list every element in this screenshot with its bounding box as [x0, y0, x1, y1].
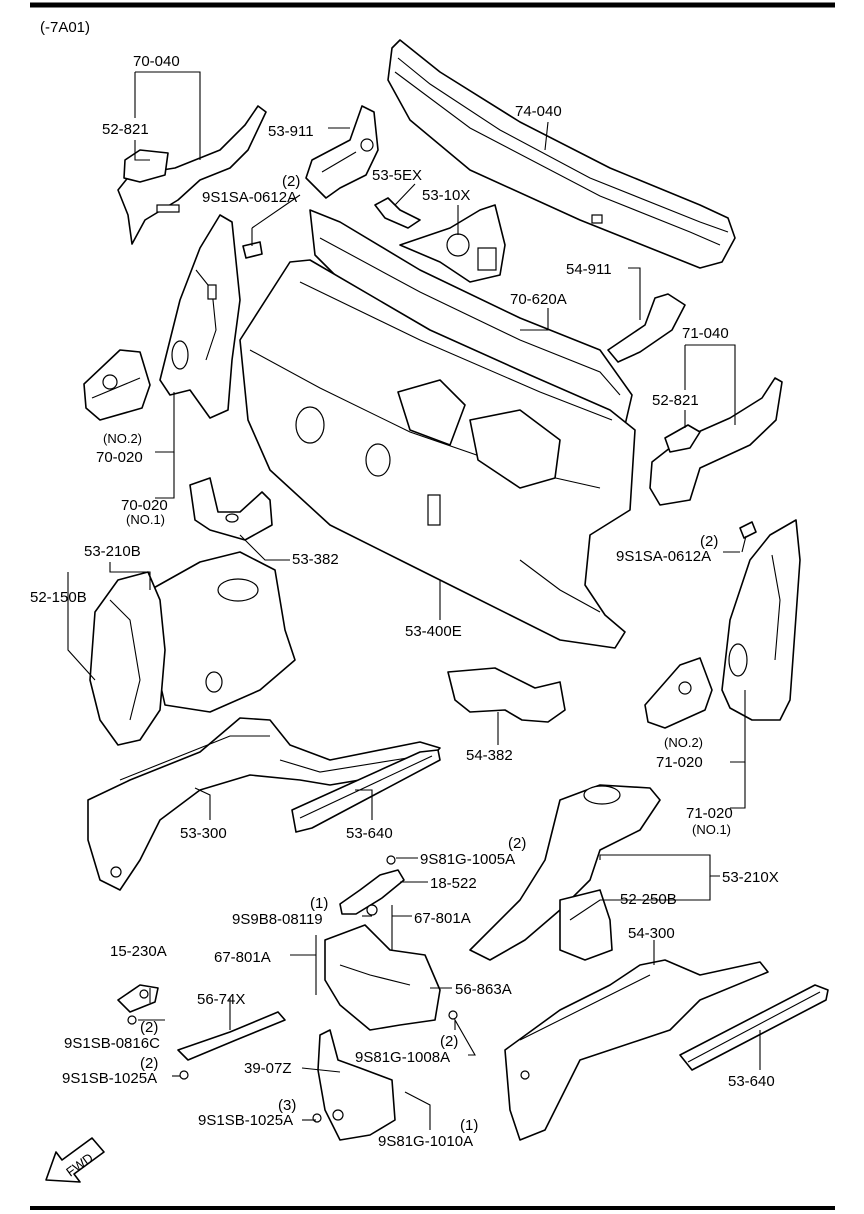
label-53-300: 53-300 — [180, 825, 227, 842]
label-67-801a-right: 67-801A — [414, 910, 471, 927]
label-53-640-left: 53-640 — [346, 825, 393, 842]
part-53-10x — [399, 204, 506, 283]
part-54-300 — [504, 959, 769, 1141]
label-9s81g-1010a: 9S81G-1010A — [378, 1133, 473, 1150]
qty-label: (2) — [508, 835, 526, 852]
part-52-150b — [89, 571, 166, 746]
label-52-250b: 52-250B — [620, 891, 677, 908]
part-67-801a — [315, 905, 393, 995]
qty-label: (2) — [700, 533, 718, 550]
bolt-9s1sb-0816c — [127, 1015, 137, 1025]
bolt-9s1sb-1025a — [179, 1070, 189, 1080]
part-54-382 — [447, 667, 566, 723]
label-53-5ex: 53-5EX — [372, 167, 422, 184]
bolt-9s1sa-0612a-left — [242, 228, 263, 259]
qty-label: (1) — [310, 895, 328, 912]
label-52-821-right: 52-821 — [652, 392, 699, 409]
label-53-400e: 53-400E — [405, 623, 462, 640]
label-53-640-right: 53-640 — [728, 1073, 775, 1090]
label-53-10x: 53-10X — [422, 187, 470, 204]
label-no2-right: (NO.2) — [664, 735, 703, 750]
bolt-9s1sa-0612a-right — [739, 521, 757, 553]
label-54-300: 54-300 — [628, 925, 675, 942]
part-53-210b — [149, 551, 296, 713]
label-no1-right: (NO.1) — [692, 822, 731, 837]
label-9s1sa-0612a-left: 9S1SA-0612A — [202, 189, 297, 206]
label-56-74x: 56-74X — [197, 991, 245, 1008]
label-70-040: 70-040 — [133, 53, 180, 70]
label-56-863a: 56-863A — [455, 981, 512, 998]
label-9s81g-1005a: 9S81G-1005A — [420, 851, 515, 868]
label-67-801a-left: 67-801A — [214, 949, 271, 966]
bolt-9s9b8-08119 — [366, 904, 378, 916]
label-39-07z: 39-07Z — [244, 1060, 292, 1077]
part-15-230a — [117, 984, 159, 1013]
part-18-522 — [339, 855, 405, 915]
label-54-911: 54-911 — [566, 261, 612, 278]
label-9s1sa-0612a-right: 9S1SA-0612A — [616, 548, 711, 565]
part-74-040 — [387, 39, 736, 269]
header-code: (-7A01) — [40, 19, 90, 36]
part-53-5ex — [374, 197, 421, 229]
part-71-040 — [649, 377, 783, 506]
part-70-020-left — [159, 214, 241, 419]
label-9s1sb-1025a-2: 9S1SB-1025A — [198, 1112, 293, 1129]
label-52-821-left: 52-821 — [102, 121, 149, 138]
part-39-07z — [312, 1029, 396, 1141]
part-53-640-right — [679, 984, 829, 1071]
qty-label: (3) — [278, 1097, 296, 1114]
label-53-382: 53-382 — [292, 551, 339, 568]
part-53-400e — [239, 259, 636, 649]
part-53-382 — [189, 477, 273, 541]
label-70-020-no1: 70-020 — [121, 497, 168, 514]
qty-label: (2) — [140, 1055, 158, 1072]
qty-label: (2) — [140, 1019, 158, 1036]
label-9s9b8-08119: 9S9B8-08119 — [232, 911, 323, 928]
qty-label: (1) — [460, 1117, 478, 1134]
label-53-210x: 53-210X — [722, 869, 779, 886]
label-71-040: 71-040 — [682, 325, 729, 342]
label-no2-left: (NO.2) — [103, 431, 142, 446]
label-18-522: 18-522 — [430, 875, 477, 892]
part-71-020-no2 — [644, 657, 713, 729]
part-54-911 — [607, 293, 686, 363]
label-54-382: 54-382 — [466, 747, 513, 764]
qty-label: (2) — [440, 1033, 458, 1050]
part-71-020-right — [721, 519, 801, 721]
label-71-020-no2: 71-020 — [656, 754, 703, 771]
label-52-150b: 52-150B — [30, 589, 87, 606]
label-9s1sb-1025a-1: 9S1SB-1025A — [62, 1070, 157, 1087]
label-71-020-no1: 71-020 — [686, 805, 733, 822]
label-74-040: 74-040 — [515, 103, 562, 120]
part-53-911 — [305, 105, 379, 199]
label-53-911: 53-911 — [268, 123, 314, 140]
label-53-210b: 53-210B — [84, 543, 141, 560]
part-56-863a — [324, 924, 458, 1031]
part-53-640-left — [291, 749, 441, 833]
leader-lines — [67, 71, 761, 1130]
label-9s1sb-0816c: 9S1SB-0816C — [64, 1035, 160, 1052]
qty-label: (2) — [282, 173, 300, 190]
label-15-230a: 15-230A — [110, 943, 167, 960]
label-no1-left: (NO.1) — [126, 512, 165, 527]
label-70-620a: 70-620A — [510, 291, 567, 308]
part-70-020-no2 — [83, 349, 151, 421]
part-56-74x — [177, 1011, 286, 1061]
part-53-210x — [469, 784, 661, 961]
label-70-020-no2: 70-020 — [96, 449, 143, 466]
label-9s81g-1008a: 9S81G-1008A — [355, 1049, 450, 1066]
fwd-arrow — [45, 1137, 105, 1183]
part-53-300 — [87, 717, 441, 891]
